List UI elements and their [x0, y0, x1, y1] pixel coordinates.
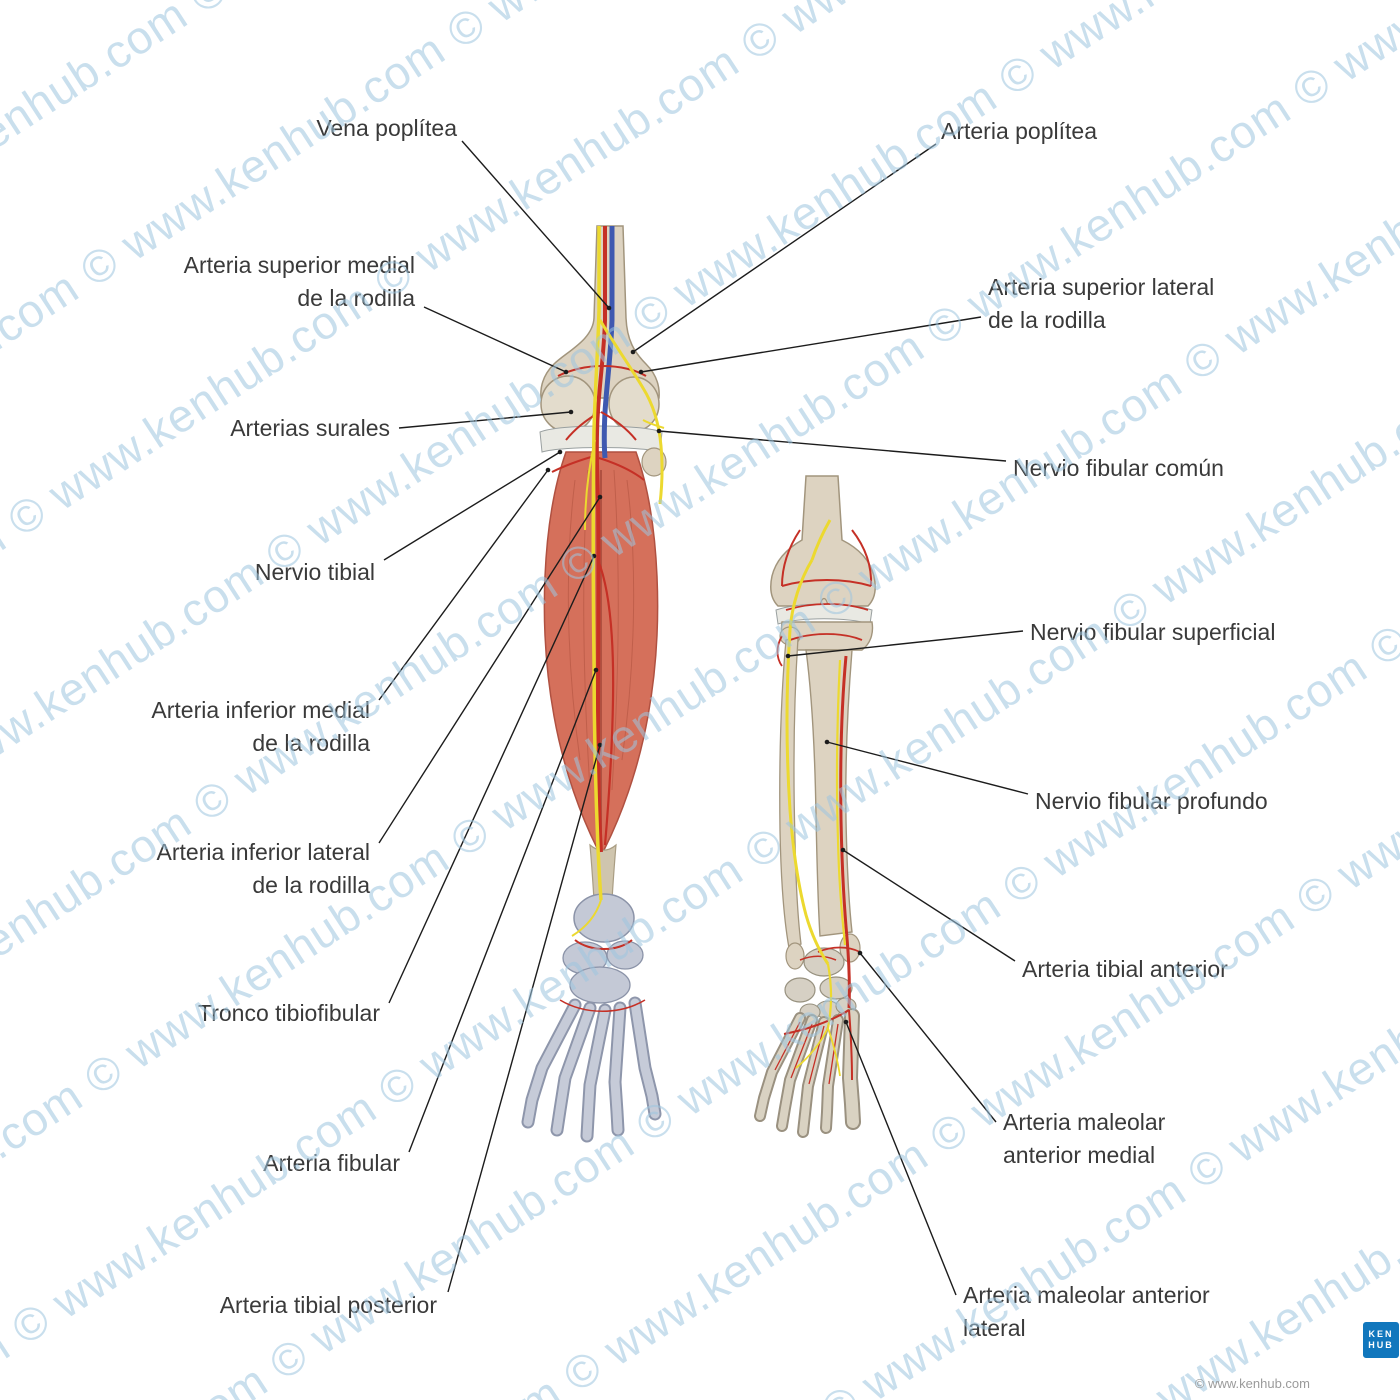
- anterior-tibial-artery: [839, 655, 851, 1009]
- label-arteria-maleolar-medial: Arteria maleolar anterior medial: [1003, 1109, 1166, 1168]
- label-nervio-fibular-comun: Nervio fibular común: [1013, 455, 1224, 481]
- label-arteria-tibial-anterior: Arteria tibial anterior: [1022, 956, 1228, 982]
- label-arteria-tibial-posterior: Arteria tibial posterior: [219, 1292, 437, 1318]
- kenhub-logo-line1: KEN: [1368, 1328, 1394, 1339]
- superficial-fibular-nerve: [785, 629, 830, 965]
- label-arteria-maleolar-lateral: Arteria maleolar anterior lateral: [963, 1282, 1210, 1341]
- common-fibular-nerve: [598, 319, 664, 505]
- figure-posterior-leg: [521, 225, 667, 1143]
- label-tronco-tibiofibular: Tronco tibiofibular: [198, 1000, 380, 1026]
- label-arteria-superior-medial: Arteria superior medial de la rodilla: [183, 252, 415, 311]
- label-vena-poplitea: Vena poplítea: [316, 115, 457, 141]
- label-arteria-poplitea: Arteria poplítea: [941, 118, 1097, 144]
- kenhub-logo-line2: HUB: [1368, 1340, 1394, 1350]
- label-nervio-tibial: Nervio tibial: [254, 559, 375, 585]
- label-arteria-superior-lateral: Arteria superior lateral de la rodilla: [988, 274, 1215, 333]
- label-arteria-inferior-medial: Arteria inferior medial de la rodilla: [151, 697, 370, 756]
- label-nervio-fibular-profundo: Nervio fibular profundo: [1035, 788, 1268, 814]
- leader-dots: [545, 305, 863, 1025]
- popliteal-artery: [594, 226, 607, 853]
- label-arterias-surales: Arterias surales: [230, 415, 390, 441]
- label-arteria-inferior-lateral: Arteria inferior lateral de la rodilla: [156, 839, 370, 898]
- kenhub-logo: KEN HUB: [1363, 1322, 1399, 1358]
- label-arteria-fibular: Arteria fibular: [263, 1150, 400, 1176]
- figure-anterior-leg: [754, 475, 876, 1138]
- deep-fibular-nerve: [835, 659, 847, 946]
- leader-lines: [378, 140, 1029, 1296]
- footer-copyright: © www.kenhub.com: [1194, 1376, 1310, 1391]
- label-nervio-fibular-superficial: Nervio fibular superficial: [1030, 619, 1276, 645]
- tibial-nerve: [591, 226, 603, 901]
